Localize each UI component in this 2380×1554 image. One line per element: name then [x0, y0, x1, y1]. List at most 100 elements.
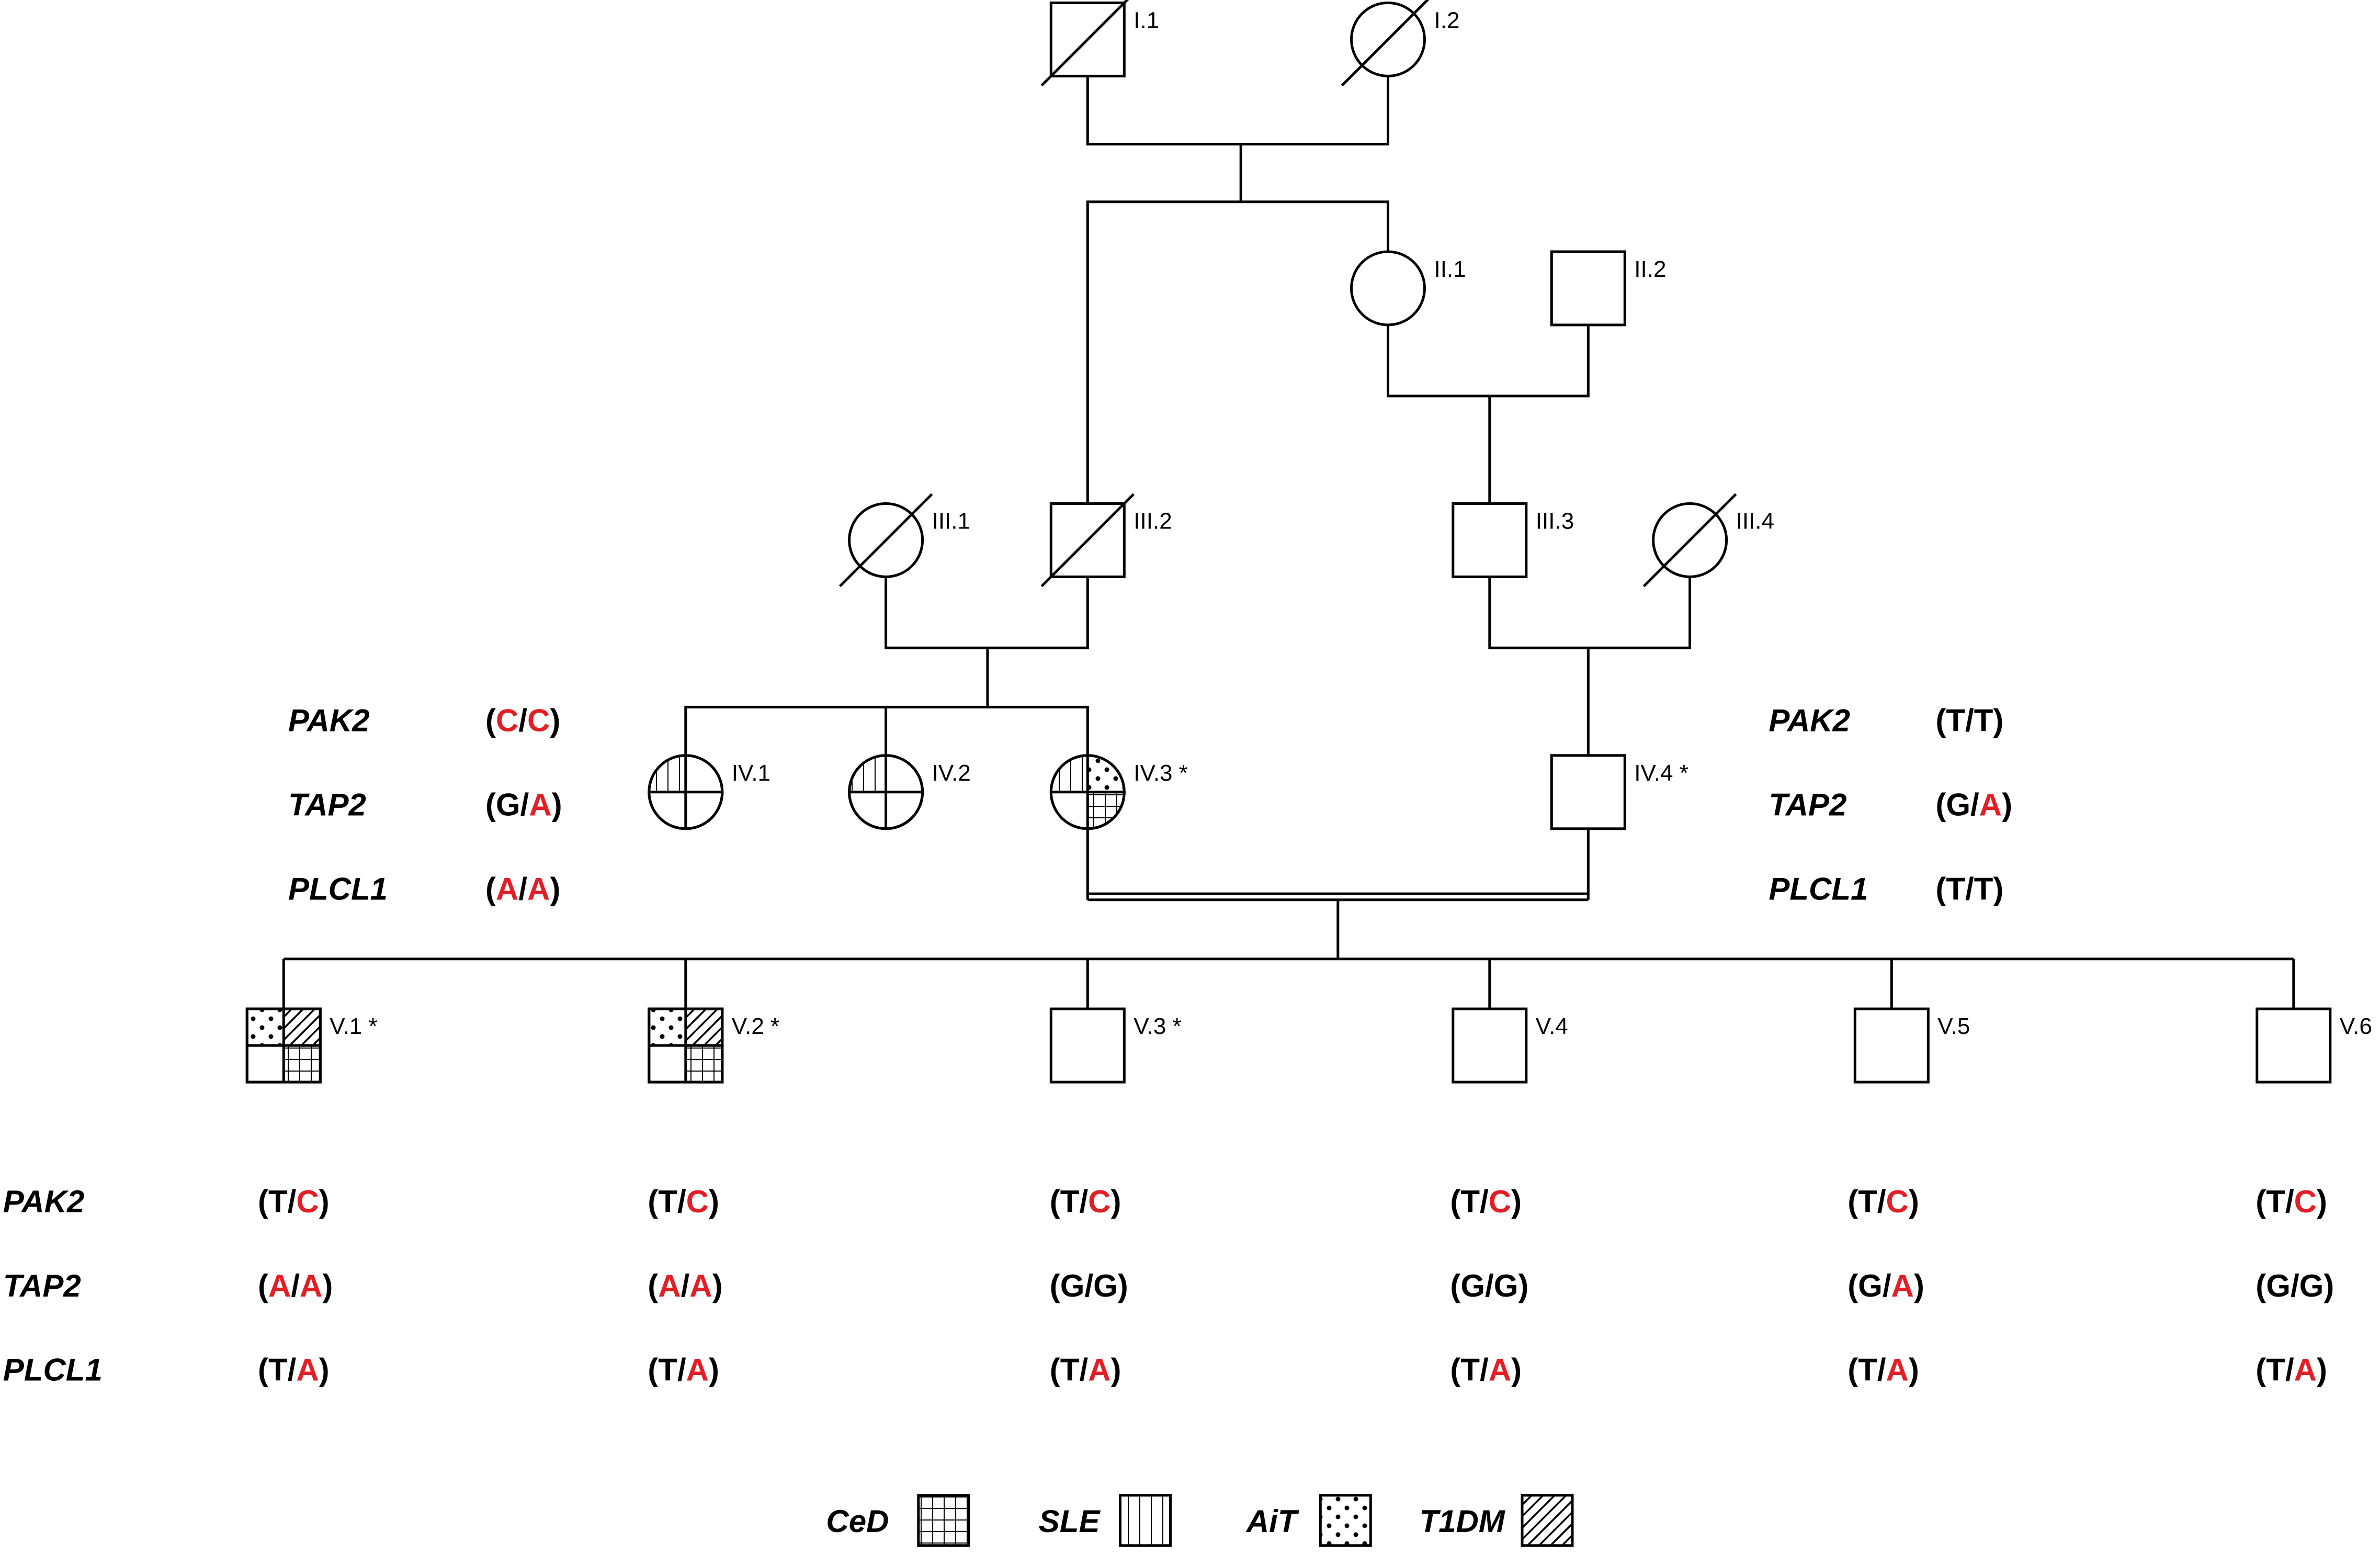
genotype-pak2: (T/C): [258, 1184, 330, 1219]
legend-swatch-dots: [1319, 1494, 1372, 1547]
individual-label: V.2 *: [732, 1014, 779, 1039]
individual-III-2: III.2: [1040, 493, 1172, 588]
allele-1: G: [496, 787, 520, 822]
individual-V-1: V.1 *: [245, 1007, 378, 1084]
genotype-plcl1: (T/A): [1050, 1353, 1121, 1388]
allele-2: G: [2299, 1268, 2324, 1303]
trait-fill-t1dm: [284, 1010, 320, 1046]
individual-label: IV.3 *: [1134, 760, 1188, 786]
allele-2: G: [1494, 1268, 1518, 1303]
genotype-panel-V-1: PAK2(T/C)TAP2(A/A)PLCL1(T/A): [3, 1184, 333, 1388]
allele-2: G: [1093, 1268, 1118, 1303]
genotype-plcl1: (T/A): [1848, 1353, 1919, 1388]
mating-line-III3-III4: [1488, 577, 1692, 649]
trait-fill-sle: [850, 756, 886, 792]
allele-2: A: [300, 1268, 322, 1303]
symbol-outline: [1049, 754, 1126, 830]
individual-V-5: V.5: [1853, 1007, 1970, 1084]
allele-2: C: [2294, 1184, 2317, 1219]
allele-2: C: [527, 703, 550, 738]
individual-label: IV.2: [932, 760, 971, 786]
genotype-tap2: (A/A): [648, 1268, 722, 1303]
genotype-tap2: (G/A): [1935, 787, 2012, 822]
allele-2: A: [1088, 1353, 1110, 1388]
individual-label: III.2: [1134, 508, 1172, 534]
allele-2: C: [686, 1184, 709, 1219]
individual-label: IV.1: [732, 760, 770, 786]
individual-label: II.2: [1634, 256, 1666, 282]
individual-label: V.3 *: [1134, 1014, 1181, 1039]
legend-label: CeD: [826, 1504, 889, 1539]
gene-name-plcl1: PLCL1: [288, 871, 388, 906]
allele-2: T: [1974, 703, 1993, 738]
allele-1: G: [1060, 1268, 1085, 1303]
individual-label: III.4: [1736, 508, 1774, 534]
genotype-pak2: (T/C): [1450, 1184, 1522, 1219]
allele-2: C: [1886, 1184, 1909, 1219]
allele-2: A: [1891, 1268, 1914, 1303]
mating-line-II1-II2: [1387, 324, 1590, 398]
allele-1: A: [496, 871, 518, 906]
individual-label: V.6: [2340, 1014, 2372, 1039]
male-symbol: [1452, 502, 1528, 578]
individual-III-4: III.4: [1642, 493, 1774, 588]
genotype-pak2: (T/C): [1050, 1184, 1121, 1219]
individual-V-6: V.6: [2256, 1007, 2372, 1084]
genotype-pak2: (T/T): [1935, 703, 2003, 738]
allele-2: A: [689, 1268, 712, 1303]
male-symbol: [1452, 1007, 1528, 1084]
individual-V-4: V.4: [1452, 1007, 1568, 1084]
individual-label: I.2: [1434, 7, 1460, 33]
individual-I-1: I.1: [1040, 0, 1159, 87]
allele-2: T: [1974, 871, 1993, 906]
male-symbol: [1853, 1007, 1930, 1084]
legend-label: AiT: [1245, 1504, 1299, 1539]
allele-2: A: [2294, 1353, 2317, 1388]
allele-1: G: [1858, 1268, 1883, 1303]
mating-line-I1-I2: [1086, 76, 1389, 145]
legend-item-t1dm: T1DM: [1419, 1494, 1574, 1547]
individual-I-2: I.2: [1341, 0, 1460, 87]
male-symbol: [1550, 250, 1626, 326]
individual-V-2: V.2 *: [648, 1007, 779, 1084]
allele-2: A: [1979, 787, 2002, 822]
symbol-outline: [848, 754, 924, 830]
allele-2: A: [296, 1353, 319, 1388]
legend-label: SLE: [1039, 1504, 1101, 1539]
allele-1: A: [268, 1268, 291, 1303]
legend-swatch-diagonal-hatch: [1521, 1494, 1574, 1547]
allele-2: A: [1489, 1353, 1511, 1388]
allele-1: C: [496, 703, 518, 738]
gene-name-pak2: PAK2: [1769, 703, 1850, 738]
individual-label: V.1 *: [330, 1014, 377, 1039]
gene-name-tap2: TAP2: [288, 787, 366, 822]
genotype-tap2: (G/G): [2256, 1268, 2334, 1303]
deceased-slash: [1040, 0, 1129, 87]
deceased-slash: [838, 493, 933, 588]
individual-IV-3: IV.3 *: [1049, 754, 1188, 830]
individual-label: II.1: [1434, 256, 1466, 282]
legend-item-ced: CeD: [826, 1494, 970, 1547]
genotype-pak2: (C/C): [485, 703, 560, 738]
individual-label: V.4: [1536, 1014, 1568, 1039]
individual-label: III.1: [932, 508, 970, 534]
individual-label: I.1: [1134, 7, 1159, 33]
allele-1: T: [268, 1353, 288, 1388]
allele-1: T: [268, 1184, 288, 1219]
symbol-outline: [648, 1007, 724, 1084]
trait-fill-ced: [1087, 792, 1124, 828]
legend: CeD SLE AiT T1DM: [826, 1494, 1574, 1547]
deceased-slash: [1341, 0, 1430, 87]
allele-2: A: [527, 871, 550, 906]
allele-1: T: [1858, 1353, 1877, 1388]
trait-fill-t1dm: [685, 1010, 721, 1046]
allele-1: T: [2266, 1184, 2285, 1219]
allele-2: A: [686, 1353, 709, 1388]
genotype-panel-V-6: (T/C)(G/G)(T/A): [2256, 1184, 2334, 1388]
genotype-pak2: (T/C): [648, 1184, 719, 1219]
genotype-tap2: (A/A): [258, 1268, 333, 1303]
sibship-line-gen2: [1086, 200, 1389, 504]
gene-name-plcl1: PLCL1: [1769, 871, 1868, 906]
genotype-panel-IV-4: PAK2(T/T)TAP2(G/A)PLCL1(T/T): [1769, 703, 2012, 907]
